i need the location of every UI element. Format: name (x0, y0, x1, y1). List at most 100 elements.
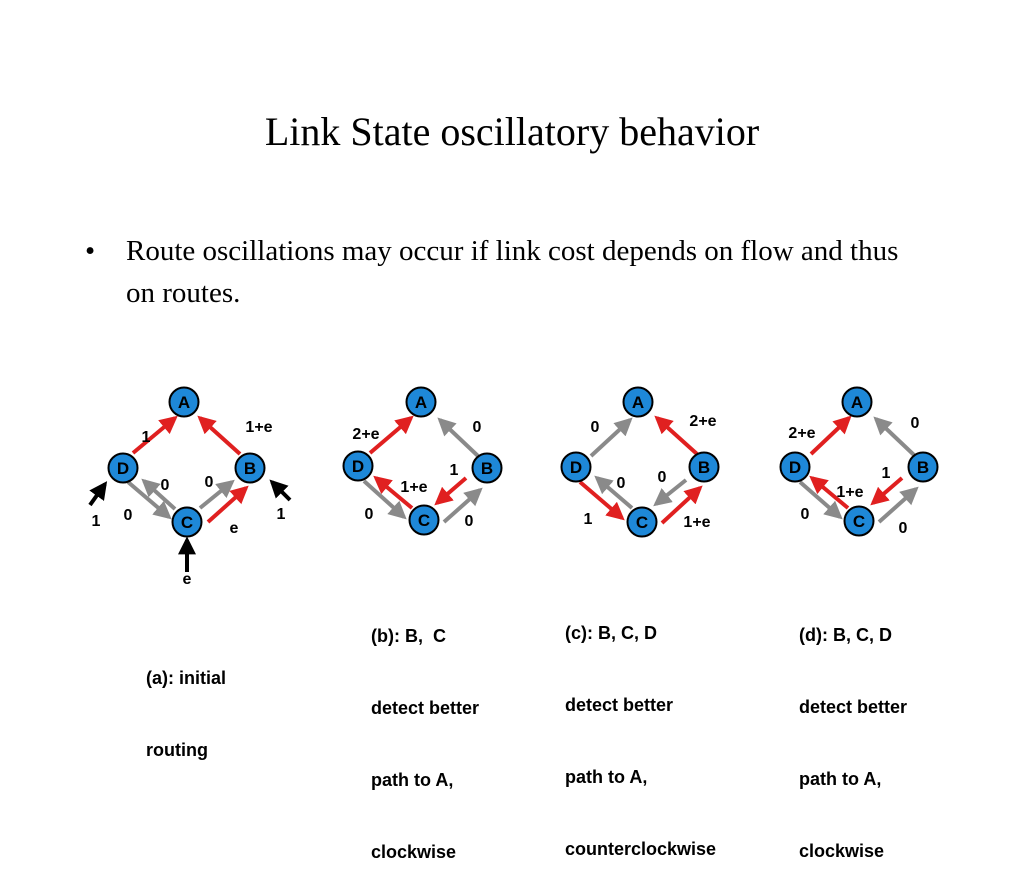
cost-label: 0 (617, 475, 626, 492)
node-label: B (917, 458, 929, 477)
cost-label: 1 (277, 506, 286, 523)
cost-label: 2+e (788, 425, 815, 442)
panel-c: A D B C 0 2+e 0 0 1 1+e (560, 386, 720, 538)
cost-label: e (183, 571, 192, 588)
node-label: D (789, 458, 801, 477)
ingress-d (88, 481, 108, 507)
bullet-dot: • (85, 235, 96, 267)
caption-line: (c): B, C, D (565, 623, 657, 643)
edge-b-a (437, 417, 480, 458)
edge-d-a (589, 417, 633, 458)
edge-c-b (442, 487, 483, 524)
node-a: A (168, 386, 200, 418)
node-a: A (622, 386, 654, 418)
bullet-text: Route oscillations may occur if link cos… (126, 235, 899, 309)
caption-line: path to A, (565, 767, 648, 787)
cost-label: 0 (899, 520, 908, 537)
node-label: B (481, 459, 493, 478)
cost-label: 0 (801, 506, 810, 523)
cost-label: 0 (591, 419, 600, 436)
node-label: D (117, 459, 129, 478)
edge-d-c (798, 480, 843, 520)
node-label: C (418, 511, 430, 530)
node-label: C (636, 513, 648, 532)
edge-d-a (809, 415, 852, 456)
caption-line: counterclockwise (565, 839, 717, 859)
panel-b: A D B C 2+e 0 1+e 1 0 0 (342, 386, 503, 536)
edge-b-a (197, 415, 242, 456)
cost-label: 0 (911, 415, 920, 432)
caption-d: (d): B, C, D detect better path to A, cl… (799, 575, 907, 887)
node-d: D (107, 452, 139, 484)
edge-c-d (141, 478, 177, 511)
panel-d: A D B C 2+e 0 1+e 1 0 0 (779, 386, 939, 537)
node-c: C (843, 505, 875, 537)
node-b: B (907, 451, 939, 483)
cost-label: 1 (882, 465, 891, 482)
slide-title: Link State oscillatory behavior (264, 109, 760, 154)
edge-d-a (131, 415, 178, 455)
node-d: D (342, 450, 374, 482)
node-label: A (632, 393, 644, 412)
caption-line: (b): B, C (371, 626, 446, 646)
node-b: B (234, 452, 266, 484)
cost-label: 0 (205, 474, 214, 491)
caption-line: detect better (799, 697, 908, 717)
cost-label: 0 (365, 506, 374, 523)
cost-label: 1+e (400, 479, 427, 496)
node-d: D (779, 451, 811, 483)
ingress-b (269, 479, 292, 502)
caption-line: clockwise (371, 842, 457, 862)
node-b: B (688, 451, 720, 483)
edge-d-c (578, 480, 625, 521)
cost-label: 1+e (836, 484, 863, 501)
cost-label: 0 (658, 469, 667, 486)
cost-label: 2+e (689, 413, 716, 430)
cost-label: 1 (584, 511, 593, 528)
node-label: B (244, 459, 256, 478)
cost-label: 1 (92, 513, 101, 530)
caption-line: routing (146, 740, 208, 760)
node-c: C (171, 506, 203, 538)
caption-line: (a): initial (146, 668, 226, 688)
caption-line: detect better (565, 695, 674, 715)
cost-label: 2+e (352, 426, 379, 443)
cost-label: 1+e (683, 514, 710, 531)
cost-label: e (230, 520, 239, 537)
caption-line: detect better (371, 698, 480, 718)
edge-b-c (653, 478, 688, 507)
edge-d-c (126, 480, 172, 520)
node-label: D (352, 457, 364, 476)
cost-label: 0 (161, 477, 170, 494)
edge-c-b (660, 485, 703, 525)
node-c: C (408, 504, 440, 536)
edge-b-c (434, 476, 468, 506)
caption-c: (c): B, C, D detect better path to A, co… (565, 573, 716, 885)
cost-label: 0 (124, 507, 133, 524)
node-b: B (471, 452, 503, 484)
node-a: A (405, 386, 437, 418)
link-state-diagrams: A D B C 1 1+e 0 0 0 e 1 1 e A D B C 2+e … (88, 386, 939, 588)
node-label: A (178, 393, 190, 412)
node-label: B (698, 458, 710, 477)
node-label: A (415, 393, 427, 412)
edge-d-c (362, 479, 407, 520)
cost-label: 1 (450, 462, 459, 479)
caption-b: (b): B, C detect better path to A, clock… (371, 576, 479, 888)
panel-a: A D B C 1 1+e 0 0 0 e 1 1 e (88, 386, 292, 588)
caption-line: path to A, (799, 769, 882, 789)
edge-c-b (877, 486, 919, 524)
node-a: A (841, 386, 873, 418)
node-label: A (851, 393, 863, 412)
node-d: D (560, 451, 592, 483)
caption-a: (a): initial routing (146, 618, 226, 786)
caption-line: clockwise (799, 841, 885, 861)
edge-c-d (594, 475, 634, 510)
edge-b-a (654, 415, 699, 456)
edge-c-b-red (206, 485, 249, 524)
edge-d-a (368, 415, 414, 455)
caption-line: (d): B, C, D (799, 625, 892, 645)
cost-label: 1+e (245, 419, 272, 436)
cost-label: 1 (142, 429, 151, 446)
node-label: C (181, 513, 193, 532)
